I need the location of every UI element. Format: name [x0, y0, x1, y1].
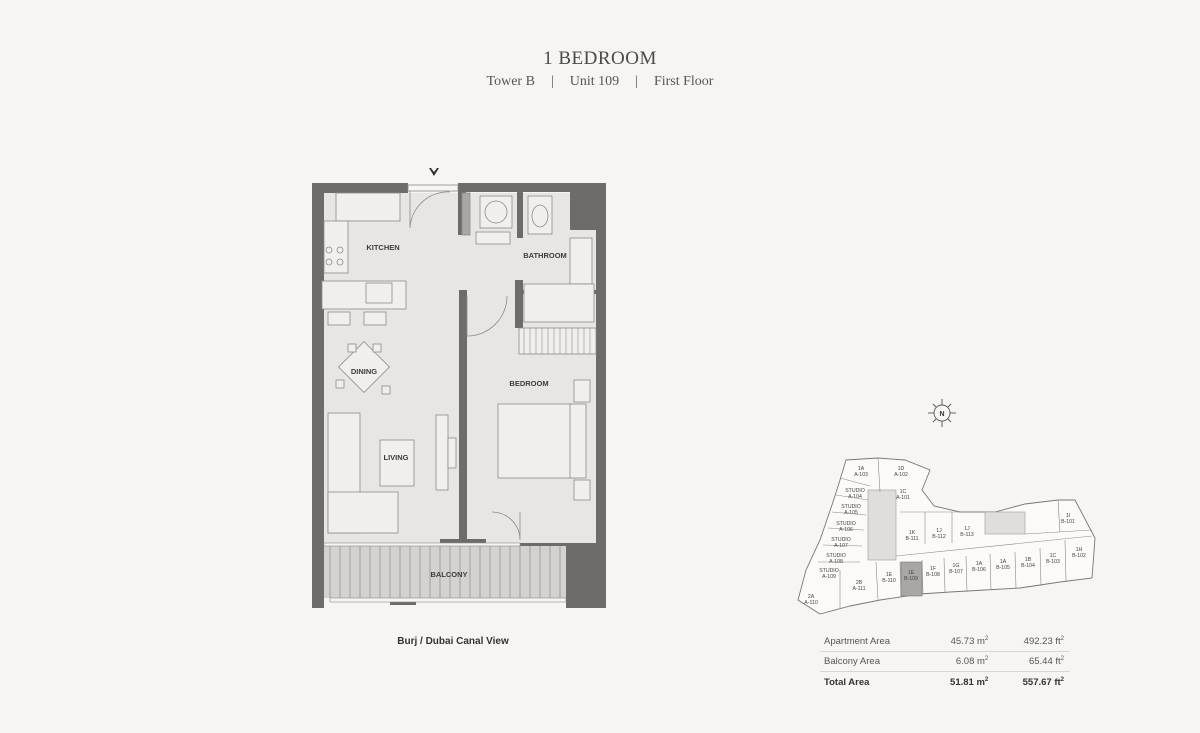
- keyplan-unit-type: 2A: [808, 594, 815, 600]
- keyplan-unit-code: B-103: [1046, 559, 1060, 565]
- view-caption: Burj / Dubai Canal View: [397, 636, 509, 647]
- keyplan-unit-type: 1A: [858, 466, 865, 472]
- keyplan-unit-code: B-105: [996, 565, 1010, 571]
- keyplan-unit-code: A-109: [822, 574, 836, 580]
- keyplan-unit-type: STUDIO: [819, 568, 839, 574]
- keyplan-unit-code: A-110: [804, 600, 818, 606]
- keyplan-unit-code: A-102: [894, 472, 908, 478]
- keyplan-unit-type: 1G: [953, 563, 960, 569]
- area-row-total: Total Area 51.81 m2 557.67 ft2: [820, 672, 1070, 693]
- keyplan-unit-code: B-110: [882, 578, 896, 584]
- keyplan-unit-type: 1A: [1000, 559, 1007, 565]
- compass-north-label: N: [939, 411, 944, 418]
- area-sqft: 65.44 ft2: [994, 651, 1070, 673]
- keyplan-unit-type: 1J: [964, 526, 970, 532]
- keyplan-unit-code: B-102: [1072, 553, 1086, 559]
- keyplan-unit-type: 1E: [886, 572, 893, 578]
- room-label-bathroom: BATHROOM: [523, 251, 567, 260]
- keyplan-unit-code: B-107: [949, 569, 963, 575]
- keyplan-unit-type: 1I: [1066, 513, 1070, 519]
- keyplan-unit-code: A-108: [829, 559, 843, 565]
- floor-label: First Floor: [653, 74, 714, 89]
- keyplan-unit-code: B-109: [904, 576, 918, 582]
- area-label: Apartment Area: [820, 632, 924, 653]
- area-label: Balcony Area: [820, 651, 924, 673]
- keyplan-unit-code: A-103: [854, 472, 868, 478]
- keyplan-unit-type: STUDIO: [826, 553, 846, 559]
- balcony: [323, 542, 567, 603]
- room-label-dining: DINING: [351, 367, 377, 376]
- keyplan-unit-type: 1C: [900, 489, 907, 495]
- dining-table: [335, 340, 391, 395]
- area-row-apartment: Apartment Area 45.73 m2 492.23 ft2: [820, 632, 1070, 653]
- keyplan-unit-type: 1D: [898, 466, 905, 472]
- entry-door: [407, 184, 459, 229]
- room-label-balcony: BALCONY: [430, 570, 467, 579]
- room-label-living: LIVING: [383, 453, 408, 462]
- area-label: Total Area: [824, 677, 870, 689]
- area-row-balcony: Balcony Area 6.08 m2 65.44 ft2: [820, 651, 1070, 673]
- keyplan-unit-type: 1F: [930, 566, 936, 572]
- area-sqm: 6.08 m2: [923, 651, 995, 673]
- separator: |: [635, 74, 638, 89]
- keyplan-unit-type: 1H: [1076, 547, 1083, 553]
- keyplan-unit-code: B-108: [926, 572, 940, 578]
- unit-type-title: 1 BEDROOM: [543, 48, 657, 69]
- keyplan-unit-code: A-107: [834, 543, 848, 549]
- keyplan-unit-type: STUDIO: [831, 537, 851, 543]
- separator: |: [550, 74, 554, 89]
- keyplan-building-outline: [797, 457, 1096, 615]
- keyplan-unit-type: 2B: [856, 580, 863, 586]
- keyplan-unit-code: B-104: [1021, 563, 1035, 569]
- keyplan-unit-dividers: [818, 457, 1093, 608]
- kitchen-fixtures: [321, 192, 407, 326]
- keyplan-unit-code: B-106: [972, 567, 986, 573]
- keyplan-core: [867, 489, 1026, 561]
- unit-location-line: Tower B | Unit 109 | First Floor: [0, 74, 1200, 90]
- living-furniture: [327, 412, 457, 534]
- keyplan-unit-code: B-111: [905, 536, 918, 542]
- bathroom-fixtures: [461, 192, 595, 323]
- keyplan-unit-code: A-105: [844, 510, 858, 516]
- keyplan-unit-type: 1K: [909, 530, 916, 536]
- north-compass-icon: [928, 399, 956, 427]
- area-summary-table: Apartment Area 45.73 m2 492.23 ft2 Balco…: [820, 632, 1070, 692]
- keyplan-unit-type: STUDIO: [845, 488, 865, 494]
- unit-label: Unit 109: [569, 74, 620, 89]
- area-sqft: 557.67 ft2: [1022, 677, 1064, 689]
- keyplan-unit-code: B-113: [960, 532, 974, 538]
- keyplan-unit-type: 1B: [1025, 557, 1032, 563]
- room-label-bedroom: BEDROOM: [509, 379, 548, 388]
- keyplan-unit-type: 1E: [908, 570, 915, 576]
- keyplan-unit-code: B-112: [932, 534, 946, 540]
- keyplan-unit-code: B-101: [1061, 519, 1075, 525]
- area-sqm: 45.73 m2: [923, 632, 995, 653]
- area-sqft: 492.23 ft2: [994, 632, 1070, 653]
- keyplan-unit-code: A-106: [839, 527, 853, 533]
- area-sqm: 51.81 m2: [950, 677, 989, 689]
- room-label-kitchen: KITCHEN: [366, 243, 399, 252]
- bedroom-furniture: [466, 295, 597, 541]
- keyplan-unit-type: 1J: [936, 528, 942, 534]
- keyplan-unit-type: 1A: [976, 561, 983, 567]
- keyplan-unit-type: 1C: [1050, 553, 1057, 559]
- keyplan-unit-code: A-101: [896, 495, 910, 501]
- keyplan-highlighted-unit: [900, 561, 923, 597]
- keyplan-unit-type: STUDIO: [841, 504, 861, 510]
- keyplan-unit-code: A-104: [848, 494, 862, 500]
- keyplan-unit-code: A-111: [852, 586, 865, 592]
- keyplan-unit-type: STUDIO: [836, 521, 856, 527]
- entry-arrow-icon: [429, 168, 439, 176]
- tower-label: Tower B: [486, 74, 535, 89]
